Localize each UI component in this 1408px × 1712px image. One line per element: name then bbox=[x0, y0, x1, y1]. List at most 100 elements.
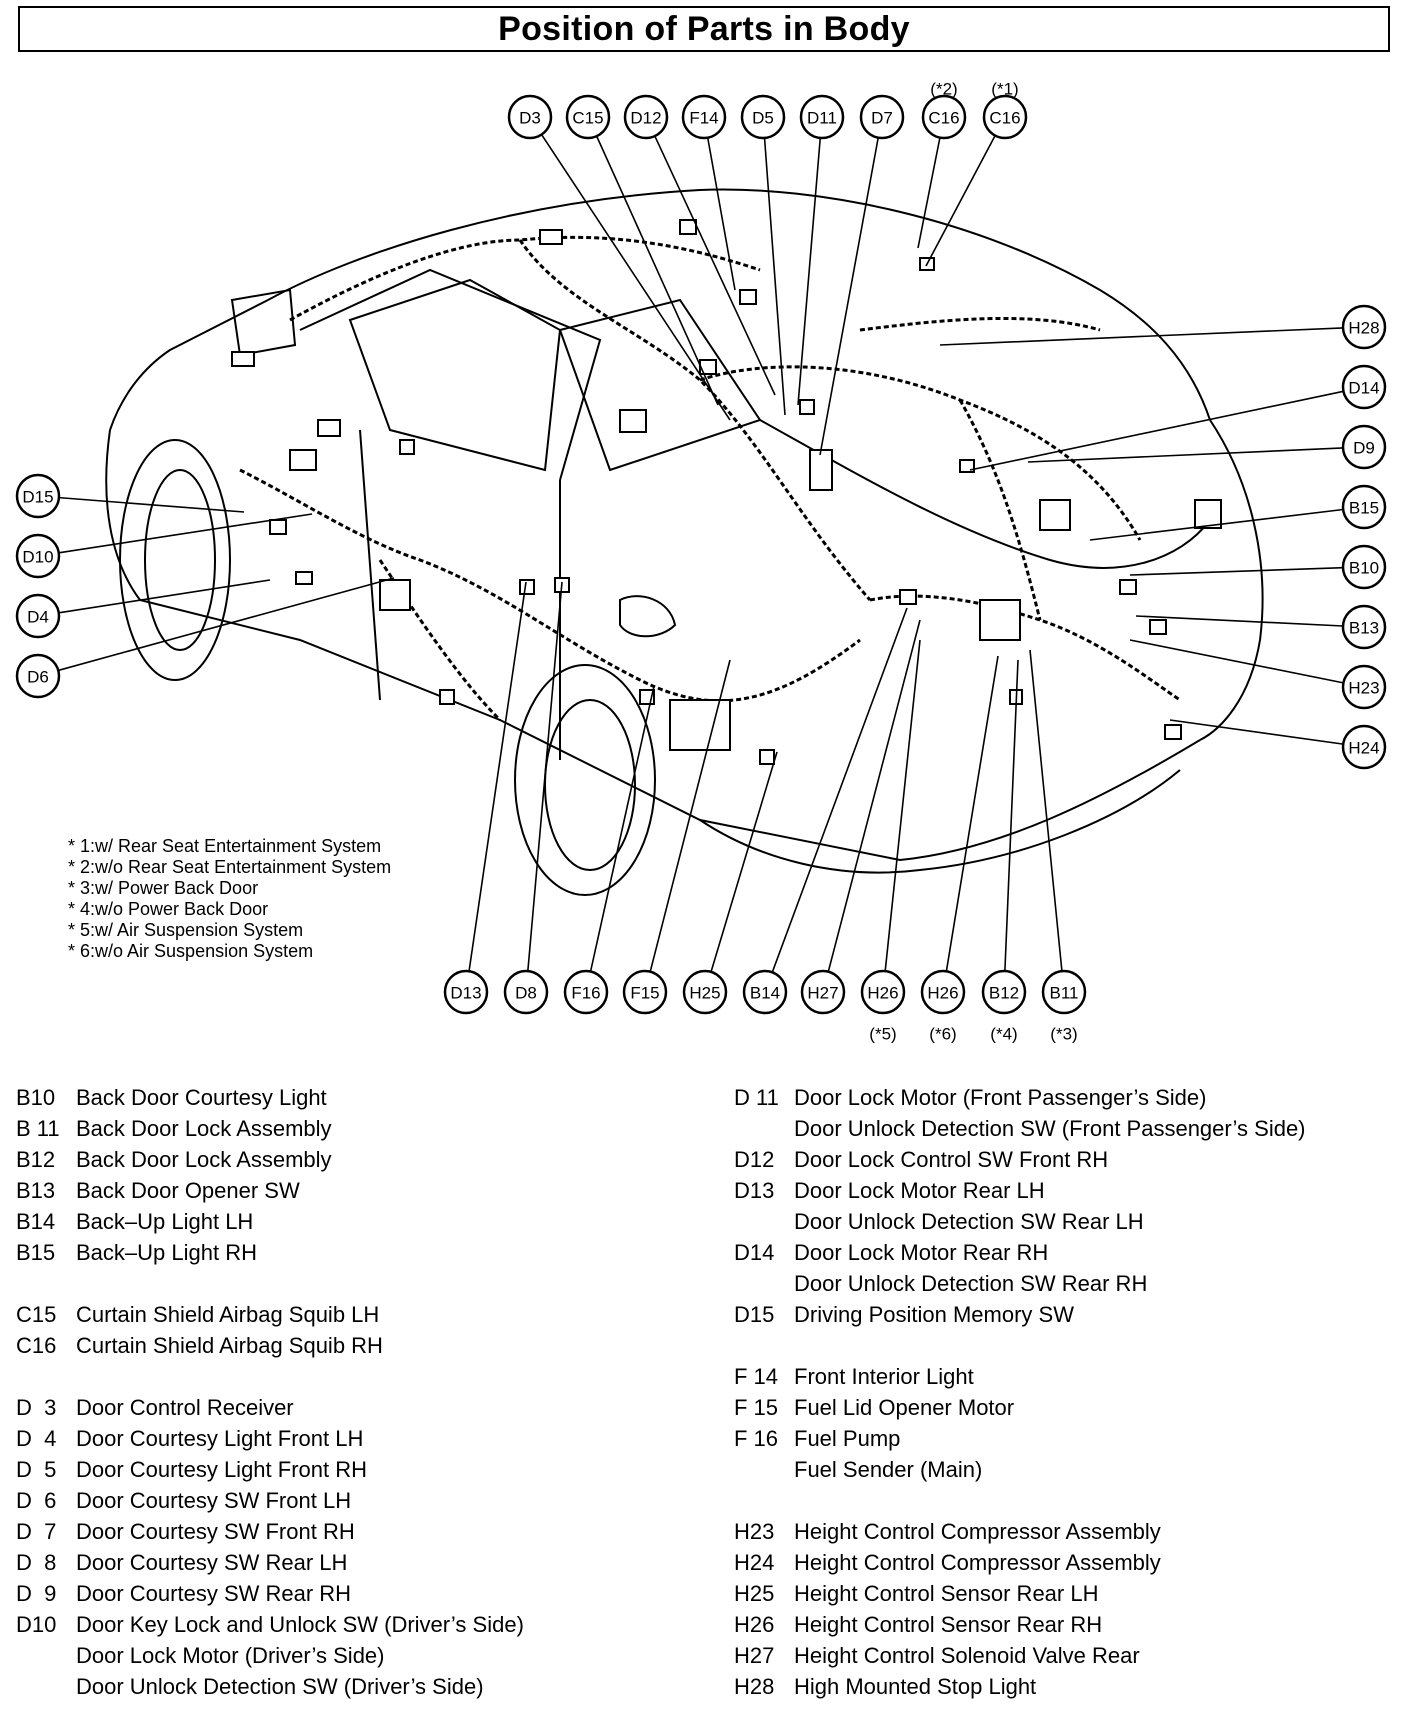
leader-line bbox=[771, 607, 908, 973]
callout-h26: H26 (*6) bbox=[920, 969, 966, 1044]
legend-part-name: High Mounted Stop Light bbox=[794, 1674, 1037, 1699]
callout-circle bbox=[981, 969, 1027, 1015]
legend-code: F 14 bbox=[734, 1364, 779, 1389]
legend-row: C16 Curtain Shield Airbag Squib RH bbox=[16, 1330, 524, 1361]
callout-circle bbox=[920, 969, 966, 1015]
callout-d7: D7 bbox=[859, 94, 905, 140]
callout-circle bbox=[859, 94, 905, 140]
legend-code: C15 bbox=[16, 1302, 57, 1327]
callout-label: H28 bbox=[1348, 319, 1379, 338]
callout-circle bbox=[860, 969, 906, 1015]
callout-label: D5 bbox=[752, 109, 774, 128]
leader-line bbox=[649, 659, 731, 972]
legend-part-name: Driving Position Memory SW bbox=[794, 1302, 1074, 1327]
callout-circle bbox=[623, 94, 669, 140]
leader-line bbox=[884, 639, 921, 972]
leader-line bbox=[917, 137, 941, 249]
callout-circle bbox=[443, 969, 489, 1015]
legend-code: D10 bbox=[16, 1612, 57, 1637]
leader-line bbox=[595, 135, 719, 406]
callout-label: H26 bbox=[927, 984, 958, 1003]
callout-label: C15 bbox=[572, 109, 603, 128]
callout-label: D11 bbox=[807, 109, 837, 128]
leader-line bbox=[827, 619, 921, 972]
leader-line bbox=[819, 137, 879, 456]
callout-label: D13 bbox=[450, 984, 481, 1003]
footnote: * 2:w/o Rear Seat Entertainment System bbox=[68, 857, 392, 877]
legend-code: C16 bbox=[16, 1333, 57, 1358]
callout-label: B10 bbox=[1349, 559, 1379, 578]
callout-note: (*4) bbox=[990, 1025, 1017, 1044]
callout-circle bbox=[1341, 364, 1387, 410]
callout-circle bbox=[1341, 484, 1387, 530]
callout-note: (*5) bbox=[869, 1025, 896, 1044]
callout-circle bbox=[503, 969, 549, 1015]
legend-code: D15 bbox=[734, 1302, 775, 1327]
callout-label: B12 bbox=[989, 984, 1019, 1003]
legend-code: D 11 bbox=[734, 1085, 779, 1110]
legend-row: D12 Door Lock Control SW Front RH bbox=[734, 1144, 1306, 1175]
legend-code: D 9 bbox=[16, 1581, 57, 1606]
callout-h25: H25 bbox=[682, 969, 728, 1015]
legend-part-name: Back Door Lock Assembly bbox=[76, 1147, 332, 1172]
legend-part-name: Back Door Lock Assembly bbox=[76, 1116, 332, 1141]
callout-circle bbox=[1341, 304, 1387, 350]
callout-label: B13 bbox=[1349, 619, 1379, 638]
legend-code: H25 bbox=[734, 1581, 775, 1606]
leader-line bbox=[1129, 639, 1344, 684]
legend-code bbox=[734, 1113, 794, 1144]
callout-circle bbox=[1041, 969, 1087, 1015]
leader-line bbox=[797, 137, 822, 406]
leader-line bbox=[945, 655, 999, 972]
callout-label: D15 bbox=[22, 488, 53, 507]
legend-spacer bbox=[734, 1330, 1306, 1361]
legend-part-name: Curtain Shield Airbag Squib RH bbox=[76, 1333, 383, 1358]
leader-line bbox=[58, 513, 313, 554]
legend-code: H23 bbox=[734, 1519, 775, 1544]
footnote: * 6:w/o Air Suspension System bbox=[68, 941, 314, 961]
callout-h28: H28 bbox=[1341, 304, 1387, 350]
callout-d5: D5 bbox=[740, 94, 786, 140]
legend-spacer bbox=[16, 1361, 524, 1392]
legend-part-name: Height Control Compressor Assembly bbox=[794, 1519, 1161, 1544]
callout-circle bbox=[1341, 664, 1387, 710]
leader-line bbox=[925, 135, 996, 267]
leader-line bbox=[654, 135, 776, 396]
leader-line bbox=[540, 134, 731, 421]
legend-part-name: Front Interior Light bbox=[794, 1364, 974, 1389]
leader-line bbox=[589, 685, 655, 972]
legend-row: F 14 Front Interior Light bbox=[734, 1361, 1306, 1392]
callout-d12: D12 bbox=[623, 94, 669, 140]
leader-line bbox=[58, 579, 271, 614]
footnote: * 1:w/ Rear Seat Entertainment System bbox=[68, 836, 382, 856]
legend-part-name: Height Control Sensor Rear RH bbox=[794, 1612, 1103, 1637]
callout-note: (*3) bbox=[1050, 1025, 1077, 1044]
legend-code: D12 bbox=[734, 1147, 775, 1172]
callout-c16: C16(*1) bbox=[982, 80, 1028, 140]
legend-row: Door Unlock Detection SW Rear LH bbox=[734, 1206, 1306, 1237]
legend-code bbox=[734, 1454, 794, 1485]
legend-part-name: Door Lock Control SW Front RH bbox=[794, 1147, 1109, 1172]
callout-circle bbox=[982, 94, 1028, 140]
callout-c15: C15 bbox=[565, 94, 611, 140]
callout-circle bbox=[681, 94, 727, 140]
connector-blocks bbox=[231, 219, 1222, 765]
callout-label: F15 bbox=[630, 984, 659, 1003]
callout-d11: D11 bbox=[799, 94, 845, 140]
page-title-box: Position of Parts in Body bbox=[18, 6, 1390, 52]
legend-part-name: Height Control Compressor Assembly bbox=[794, 1550, 1161, 1575]
legend-code: H26 bbox=[734, 1612, 775, 1637]
callout-note: (*6) bbox=[929, 1025, 956, 1044]
legend-part-name: Door Courtesy Light Front RH bbox=[76, 1457, 367, 1482]
callout-h24: H24 bbox=[1341, 724, 1387, 770]
